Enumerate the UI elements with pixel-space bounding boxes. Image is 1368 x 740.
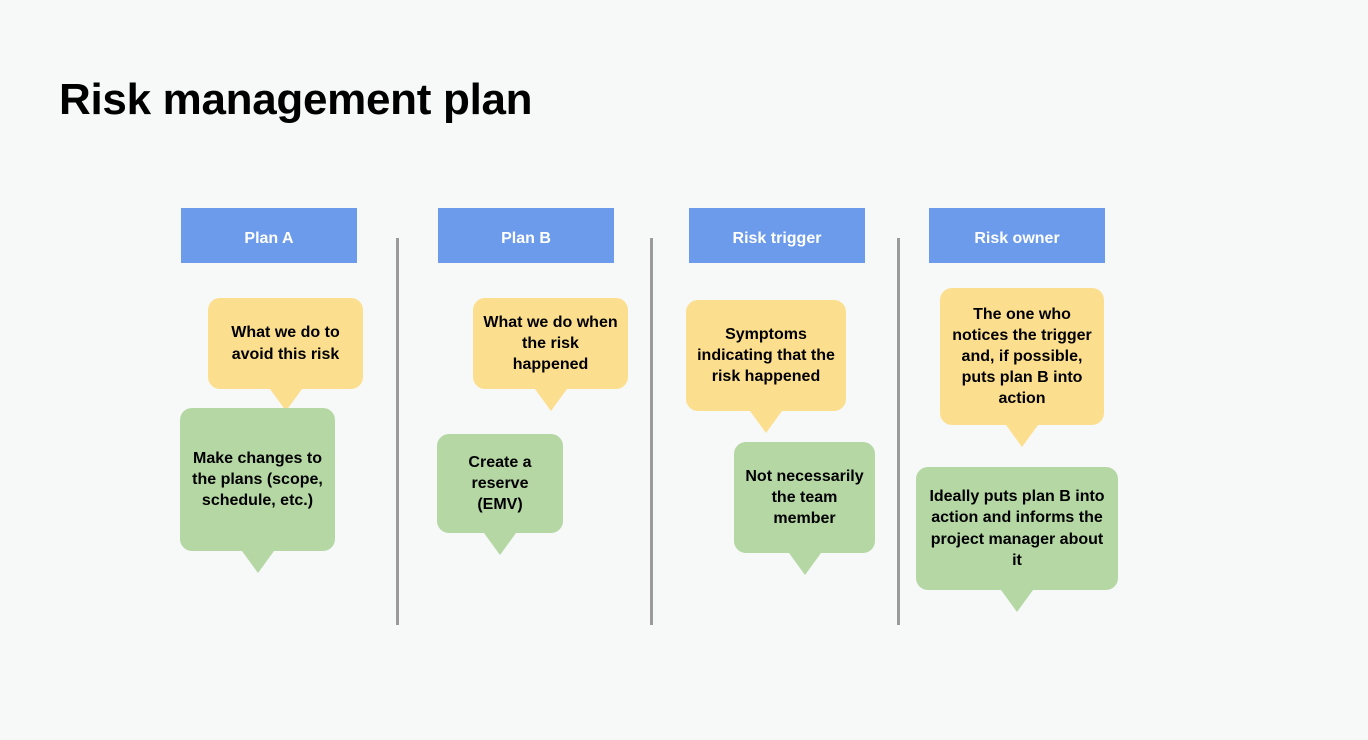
bubble-plan-b-yellow[interactable]: What we do when the risk happened (473, 298, 628, 411)
page-title: Risk management plan (59, 75, 533, 124)
bubble-risk-owner-yellow[interactable]: The one who notices the trigger and, if … (940, 288, 1104, 447)
bubble-text: What we do when the risk happened (483, 313, 618, 374)
bubble-text: Make changes to the plans (scope, schedu… (192, 449, 323, 510)
bubble-text: The one who notices the trigger and, if … (952, 305, 1092, 408)
bubble-text: What we do to avoid this risk (231, 324, 340, 363)
column-header-risk-owner[interactable]: Risk owner (929, 208, 1105, 263)
column-header-risk-trigger[interactable]: Risk trigger (689, 208, 865, 263)
bubble-text: Symptoms indicating that the risk happen… (697, 325, 835, 386)
bubble-text: Create a reserve (EMV) (468, 453, 532, 514)
column-header-plan-a[interactable]: Plan A (181, 208, 357, 263)
bubble-plan-a-yellow[interactable]: What we do to avoid this risk (208, 298, 363, 411)
bubble-risk-trigger-green[interactable]: Not necessarily the team member (734, 442, 875, 575)
bubble-text: Ideally puts plan B into action and info… (929, 488, 1105, 569)
bubble-risk-owner-green[interactable]: Ideally puts plan B into action and info… (916, 467, 1118, 612)
bubble-text: Not necessarily the team member (745, 467, 864, 528)
bubble-plan-a-green[interactable]: Make changes to the plans (scope, schedu… (180, 408, 335, 573)
column-header-plan-b[interactable]: Plan B (438, 208, 614, 263)
column-divider-3 (897, 238, 900, 625)
bubble-plan-b-green[interactable]: Create a reserve (EMV) (437, 434, 563, 555)
column-divider-2 (650, 238, 653, 625)
column-divider-1 (396, 238, 399, 625)
bubble-risk-trigger-yellow[interactable]: Symptoms indicating that the risk happen… (686, 300, 846, 433)
